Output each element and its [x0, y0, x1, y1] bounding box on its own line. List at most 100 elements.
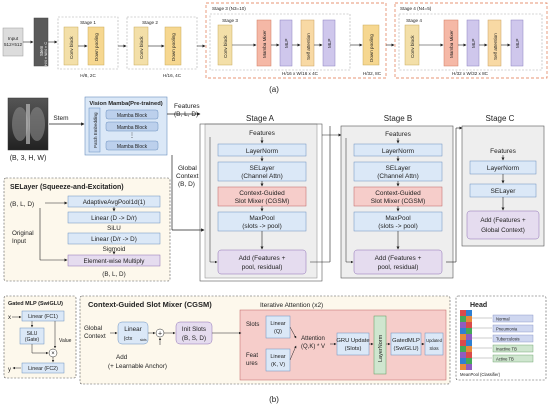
stage3-mlp2-block: [322, 19, 336, 67]
global-context-line2: Context: [176, 173, 199, 180]
cgsm-title: Context-Guided Slot Mixer (CGSM): [88, 300, 212, 309]
stage-a-cgsm-line1: Context-Guided: [239, 190, 285, 197]
gated-mlp-silu-line2: (Gate): [25, 337, 40, 343]
selayer-in-shape: (B, L, D): [10, 201, 34, 208]
stage1-dim: H/8, 2C: [80, 73, 96, 78]
stage-b-add-line1: Add (Features +: [375, 255, 422, 262]
panel-a-caption: (a): [269, 85, 279, 94]
stage3-conv-label: Conv block: [223, 35, 228, 58]
selayer-linear1: [67, 211, 161, 224]
head-class-inactive-tb-label: Inactive TB: [496, 347, 517, 352]
cgsm-iterative: Iterative Attention (x2): [260, 302, 323, 309]
xray-shape: (B, 3, H, W): [10, 155, 47, 162]
stage3-title: Stage 3: [222, 18, 238, 23]
stage3-dim-b: H/32, 8C: [363, 71, 382, 76]
stage-b-cgsm-line1: Context-Guided: [375, 190, 421, 197]
cgsm-linear-q-line2: (Q): [274, 329, 282, 335]
stage4-outer-title: Stage 4 (N4=5): [400, 6, 432, 11]
stage1-down-block: [87, 26, 105, 66]
gated-mlp-fc1-label: Linear (FC1): [28, 314, 58, 320]
head-class-active-tb: [492, 354, 534, 363]
cgsm-attention-line2: (Q,K) * V: [301, 344, 325, 350]
stage4-mamba-block: [443, 19, 459, 67]
stage-b-cgsm-line2: Slot Mixer (CGSM): [371, 198, 426, 205]
stage-a-selayer-line2: (Channel Attn): [241, 173, 283, 180]
stage2-frame: [126, 16, 198, 70]
plus-sign: +: [158, 331, 162, 338]
gated-mlp-fc2-label: Linear (FC2): [28, 366, 58, 372]
stage4-dim: H/32 x W/32 x 8C: [452, 71, 489, 76]
cgsm-layernorm-label: LayerNorm: [378, 334, 384, 362]
stage2-conv-label: Conv block: [139, 36, 144, 59]
head-class-tuberculosis: [492, 334, 534, 343]
stage2-down-block: [164, 26, 182, 66]
cgsm-features-line2: ures: [246, 361, 258, 367]
gated-mlp-y: y: [8, 367, 11, 373]
selayer-sigmoid: Sigmoid: [103, 246, 126, 253]
stage4-mamba-label: Mamba Mixer: [449, 30, 454, 58]
head-title: Head: [470, 302, 487, 309]
panel-a: Input 512×512 Stem H/4 × W/4 × C Stage 1…: [2, 2, 548, 94]
cgsm-gru-line2: (Slots): [345, 346, 362, 352]
stage-c-features: Features: [490, 148, 516, 155]
head-class-normal-label: Normal: [496, 317, 510, 322]
input-label: Input: [8, 36, 19, 41]
stage-c-selayer-label: SELayer: [491, 188, 517, 195]
mamba-block-2: [105, 121, 159, 132]
cgsm-updated-line2: Slots: [429, 346, 438, 351]
head-class-pneumonia-label: Pneumonia: [496, 327, 518, 332]
cgsm-linear-q-line1: Linear: [270, 321, 285, 327]
stage1-conv-label: Conv block: [69, 36, 74, 59]
panel-b-caption: (b): [269, 395, 279, 404]
mamba-block-3-label: Mamba Block: [117, 144, 148, 150]
selayer-original-line2: Input: [12, 238, 26, 245]
stage4-mlp2-label: MLP: [515, 39, 520, 48]
stage3-dim-a: H/16 x W/16 x 4C: [282, 71, 319, 76]
cgsm-linear-ctx-line1: Linear: [124, 326, 142, 333]
panel-b: (B, 3, H, W) Stem Vision Mamba(Pre-train…: [3, 96, 547, 404]
gated-mlp-title: Gated MLP (SwiGLU): [8, 301, 63, 307]
selayer-linear2-label: Linear (D/r -> D): [91, 236, 137, 243]
mamba-block-2-label: Mamba Block: [117, 125, 148, 131]
features-top-label: Features: [174, 103, 200, 110]
stage3-inner-frame: [209, 13, 351, 71]
global-context-line1: Global: [178, 165, 197, 172]
cgsm-anchor-line2: (+ Learnable Anchor): [108, 363, 167, 370]
stage-b-selayer-line1: SELayer: [386, 165, 412, 172]
stage4-outer-frame: [394, 2, 548, 79]
selayer-multiply-label: Element-wise Multiply: [84, 258, 146, 265]
stage-a-add-line1: Add (Features +: [239, 255, 286, 262]
cgsm-global-line2: Context: [84, 333, 106, 340]
stage-b-add-line2: pool, residual): [378, 264, 419, 271]
stem-label-b: Stem: [53, 115, 68, 122]
selayer-silu: SiLU: [107, 225, 121, 232]
gated-mlp-value: Value: [59, 338, 72, 344]
cgsm-slots: Slots: [246, 322, 259, 328]
ellipsis: ⋮: [129, 133, 135, 139]
gated-mlp-x: x: [8, 315, 11, 321]
stage-a-selayer-line1: SELayer: [250, 165, 276, 172]
stage-c-add: [466, 210, 540, 240]
gated-mlp-silu-line1: SiLU: [27, 331, 38, 337]
global-context-shape: (B, D): [178, 181, 195, 188]
head-class-tuberculosis-label: Tuberculosis: [496, 337, 520, 342]
stage3-down-label: Down pooling: [369, 34, 374, 62]
stage-b-title: Stage B: [384, 114, 412, 123]
mamba-block-1: [105, 109, 159, 120]
stem-label: Stem: [39, 45, 44, 56]
stage3-mlp1-label: MLP: [284, 39, 289, 48]
stage3-mlp2-label: MLP: [327, 39, 332, 48]
stage-a-add: [217, 249, 307, 275]
gated-mlp-fc2: [21, 362, 65, 374]
cgsm-linear-ctx-line2: (ctx: [124, 336, 133, 342]
selayer-box-title: SELayer (Squeeze-and-Excitation): [10, 184, 124, 191]
cgsm-updated-line1: Updated: [426, 338, 443, 343]
patch-embedding-block: [88, 107, 101, 153]
stage3-outer-frame: [205, 2, 387, 79]
stage4-mlp1-label: MLP: [471, 39, 476, 48]
stage3-mamba-label: Mamba Mixer: [262, 30, 267, 58]
selayer-out-shape: (B, L, D): [102, 271, 125, 278]
stage-b-selayer-line2: (Channel Attn): [377, 173, 419, 180]
cgsm-linear-ctx-sub: slots: [140, 338, 147, 342]
